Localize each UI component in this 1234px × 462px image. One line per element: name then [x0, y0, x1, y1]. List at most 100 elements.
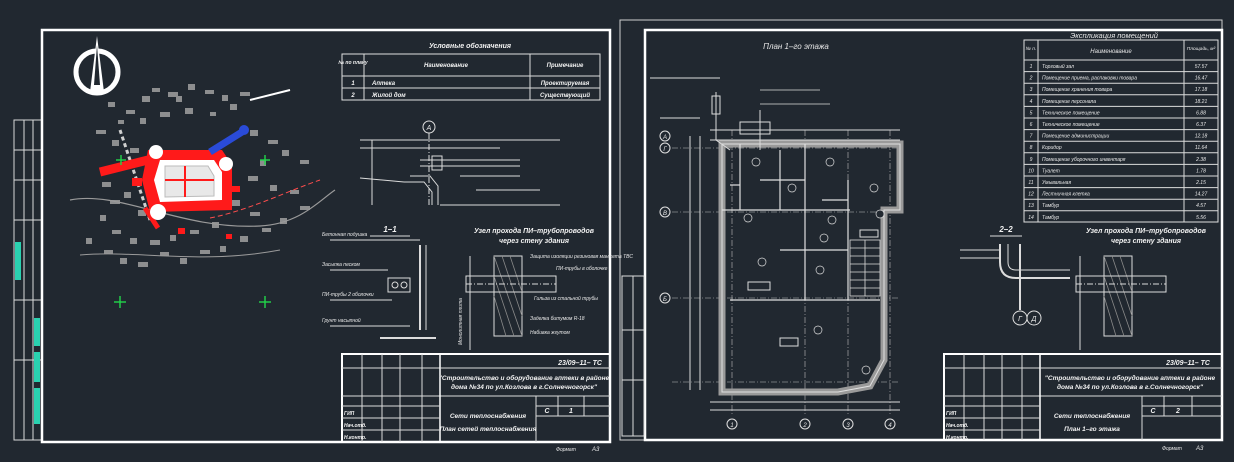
conventions-row-2-note: Существующий: [540, 92, 590, 99]
axis-2: 2: [802, 423, 807, 429]
callout-1: Бетонная подушка: [322, 232, 367, 238]
sheet-number-1: 1: [569, 408, 573, 415]
explication-row-13-area: 4.57: [1196, 203, 1206, 209]
explication-row-13-name: Тамбур: [1042, 203, 1059, 209]
explication-row-9-num: 9: [1030, 157, 1033, 163]
section-2-2-label: 2–2: [998, 225, 1013, 234]
explication-row-4-name: Помещение персонала: [1042, 99, 1096, 105]
floor-plan: А Г В Б 1 2 3 4: [650, 77, 904, 430]
red-markers: [132, 145, 240, 239]
explication-row-2-area: 16.47: [1195, 76, 1208, 82]
layer-marker-2: [34, 318, 40, 346]
explication-row-14-area: 5.56: [1196, 215, 1206, 221]
callout-2: Засыпка песком: [322, 262, 360, 268]
node-1-label-3: Гильза из стальной трубы: [534, 295, 598, 302]
sheet-title-2-line-1: Сети теплоснабжения: [1054, 412, 1130, 420]
explication-row-2-num: 2: [1029, 76, 1033, 82]
conventions-row-2-num: 2: [350, 93, 355, 99]
stamp-role-1-a: ГИП: [344, 411, 355, 417]
explication-row-12-area: 14.27: [1195, 192, 1208, 198]
project-title-1-line-1: "Строительство и оборудование аптеки в р…: [439, 374, 610, 382]
grid-marker-icons: [114, 155, 271, 308]
explication-row-14-num: 14: [1028, 215, 1034, 221]
explication-row-5-num: 5: [1030, 110, 1033, 116]
format-label-2: Формат: [1162, 446, 1182, 452]
node-title-1-line-2: через стену здания: [499, 237, 569, 245]
stamp-role-2-c: Н.контр.: [946, 435, 969, 441]
node-1-left-label: Монолитная плита: [458, 298, 464, 345]
project-title-2-line-1: "Строительство и оборудование аптеки в р…: [1045, 374, 1216, 382]
node-1-label-1: Защита изоляции резиновая манжета ТВС: [530, 254, 633, 260]
explication-row-11-area: 2.15: [1195, 180, 1206, 186]
explication-row-13-num: 13: [1028, 203, 1034, 209]
node-1-label-5: Набивка жгутом: [530, 330, 570, 336]
explication-row-8-name: Коридор: [1042, 145, 1062, 151]
format-2: А3: [1195, 446, 1204, 452]
explication-row-10-area: 1.78: [1196, 168, 1206, 174]
node-title-2-line-2: через стену здания: [1111, 237, 1181, 245]
sheet-1[interactable]: Условные обозначения № по плану Наименов…: [40, 28, 633, 453]
conventions-table: Условные обозначения № по плану Наименов…: [338, 42, 601, 101]
conventions-row-2-name: Жилой дом: [371, 92, 406, 99]
heat-network-line: [98, 155, 150, 177]
layer-marker-4: [34, 388, 40, 424]
explication-row-11-name: Умывальная: [1042, 180, 1071, 186]
explication-rows: 1 Торговый зал 57.57 2 Помещение приема,…: [1024, 59, 1218, 221]
explication-row-3-name: Помещение хранения товара: [1042, 87, 1112, 93]
explication-row-1-area: 57.57: [1195, 64, 1208, 70]
axis-4: 4: [888, 423, 892, 429]
explication-header-num: № п.: [1026, 46, 1037, 52]
axis-a: А: [662, 135, 667, 141]
format-1: А3: [591, 447, 600, 453]
title-block-2: 23/09–11– ТС "Строительство и оборудован…: [943, 353, 1223, 452]
explication-row-4-area: 18.21: [1195, 99, 1208, 105]
conventions-row-1-name: Аптека: [371, 81, 396, 87]
stage-code-2: С: [1150, 408, 1156, 415]
sheet-2[interactable]: План 1–го этажа А Г В: [619, 19, 1224, 452]
svg-text:Г: Г: [1018, 316, 1023, 323]
explication-row-9-area: 2.38: [1195, 157, 1206, 163]
sheet-1-frame: [40, 28, 612, 444]
axis-1: 1: [730, 423, 733, 429]
section-1-1: 1–1 Бетонная подушка Засыпка песком ПИ-т…: [322, 225, 436, 339]
sheet-title-2-line-2: План 1–го этажа: [1064, 426, 1120, 433]
conventions-header-name: Наименование: [424, 63, 469, 69]
section-2-2: 2–2 Г Д: [960, 225, 1070, 326]
axis-g: Г: [663, 147, 667, 153]
pipe-entry-detail: А: [359, 120, 560, 206]
explication-row-7-area: 12.18: [1195, 134, 1208, 140]
stamp-role-2-a: ГИП: [946, 411, 957, 417]
svg-text:А: А: [426, 125, 432, 132]
explication-row-12-num: 12: [1028, 192, 1034, 198]
axis-v: В: [663, 211, 667, 217]
sheet-title-1-line-1: Сети теплоснабжения: [450, 412, 526, 420]
explication-table: Экспликация помещений № п. Наименование …: [1023, 31, 1219, 223]
node-title-1-line-1: Узел прохода ПИ–трубопроводов: [474, 227, 595, 235]
explication-row-2-name: Помещение приема, распаковки товара: [1042, 76, 1137, 82]
explication-row-10-num: 10: [1028, 168, 1034, 174]
explication-row-10-name: Туалет: [1042, 168, 1060, 174]
format-label-1: Формат: [556, 447, 576, 453]
sheet-title-1-line-2: План сетей теплоснабжения: [440, 425, 537, 433]
callout-3: ПИ-трубы 2 оболочки: [322, 292, 374, 298]
node-title-2-line-1: Узел прохода ПИ–трубопроводов: [1086, 227, 1207, 235]
explication-row-6-area: 6.37: [1196, 122, 1206, 128]
explication-row-3-num: 3: [1030, 87, 1033, 93]
explication-title: Экспликация помещений: [1070, 31, 1159, 40]
explication-row-11-num: 11: [1028, 180, 1033, 186]
explication-row-7-num: 7: [1030, 134, 1033, 140]
explication-row-3-area: 17.18: [1195, 87, 1208, 93]
blue-pipe-line: [208, 129, 244, 155]
stage-code-1: С: [544, 408, 550, 415]
layer-marker-1: [15, 242, 21, 280]
drawing-code-2: 23/09–11– ТС: [1165, 360, 1211, 367]
project-title-1-line-2: дома №34 по ул.Козлова в г.Солнечногорск…: [451, 383, 598, 391]
callout-4: Грунт насыпной: [322, 317, 361, 324]
conventions-title: Условные обозначения: [429, 42, 511, 50]
node-1-label-4: Заделка битумом R-18: [530, 316, 585, 322]
title-block-1: 23/09–11– ТС "Строительство и оборудован…: [341, 353, 611, 453]
explication-row-8-num: 8: [1030, 145, 1033, 151]
conventions-header-note: Примечание: [547, 63, 584, 69]
explication-header-area: Площадь, м²: [1187, 46, 1216, 52]
pharmacy-building: [142, 150, 232, 212]
